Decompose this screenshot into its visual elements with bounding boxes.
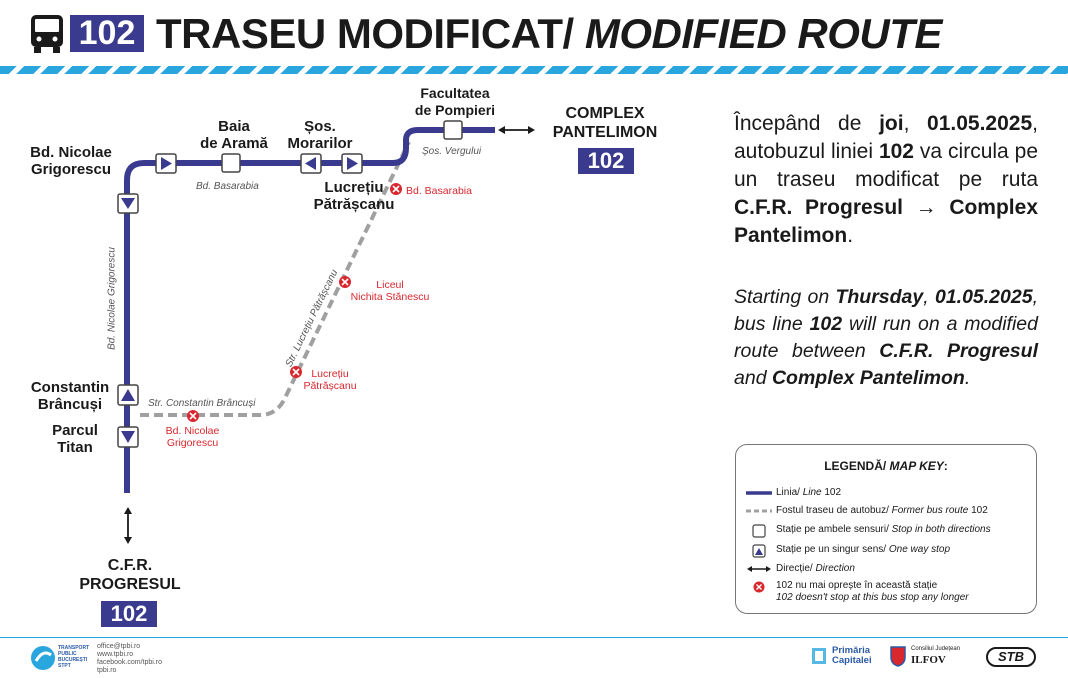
street-label-grigorescu-vertical: Bd. Nicolae Grigorescu [106,247,118,350]
stop-morarilor-west [300,153,322,174]
ilfov-coat-of-arms-icon [890,646,906,667]
stb-logo: STB [986,647,1036,667]
stop-baia-de-arama [221,153,241,173]
tpbi-logo-icon [31,646,55,670]
stop-label-baia-de-arama: Baia de Aramă [200,118,268,152]
route-number-badge: 102 [70,15,144,52]
stop-brancusi-north [117,384,139,406]
legend-closed-stop-symbol [753,581,765,593]
endpoint-route-badge-south: 102 [101,601,157,627]
stop-nicolae-grigorescu-south [117,193,139,214]
legend-direction-symbol [747,566,771,572]
route-map-svg [117,120,535,544]
stop-label-facultatea-pompieri: Facultatea de Pompieri [414,85,496,118]
endpoint-label-cfr-progresul: C.F.R. PROGRESUL [79,557,181,593]
stop-label-nicolae-grigorescu: Bd. Nicolae Grigorescu [30,144,112,178]
map-legend: LEGENDĂ/ MAP KEY: Linia/ Line 102 Fostul… [735,444,1037,614]
contact-facebook[interactable]: facebook.com/tpbi.ro [97,659,162,666]
bus-icon [31,15,63,53]
header: 102 TRASEU MODIFICAT/ MODIFIED ROUTE [0,0,1068,76]
closed-stop-label-grigorescu: Bd. Nicolae Grigorescu [165,425,220,449]
stop-facultatea-pompieri [443,120,463,140]
direction-arrow-south [124,507,132,544]
primaria-logo-icon [812,648,826,664]
legend-two-way-stop-symbol [752,524,766,538]
stop-nicolae-grigorescu-east [155,153,177,174]
consiliul-judetean-label: Consiliul Județean [911,646,961,652]
primaria-capitalei-label: Primăria Capitalei [832,645,872,666]
tpbi-org-name: TRANSPORT PUBLIC BUCUREȘTI STPT [58,645,90,669]
street-label-basarabia: Bd. Basarabia [196,181,259,192]
route-line [124,127,495,493]
legend-line-symbol [746,491,772,495]
closed-stop-grigorescu-icon [187,410,199,422]
contact-email[interactable]: office@tpbi.ro [97,643,141,650]
stop-morarilor-east [341,153,363,174]
footer-divider [0,637,1068,638]
closed-stop-label-liceul: Liceul Nichita Stănescu [350,279,430,303]
footer-contacts: office@tpbi.ro www.tpbi.ro facebook.com/… [97,643,162,675]
announcement-ro: Începând de joi, 01.05.2025, autobuzul l… [734,112,1038,247]
stop-label-lucretiu-patrascanu: Lucrețiu Pătrășcanu [313,179,395,213]
title-ro: TRASEU MODIFICAT/ [156,10,585,57]
header-stripe [0,66,1068,74]
contact-website[interactable]: www.tpbi.ro [97,651,134,658]
endpoint-route-badge-north: 102 [578,148,634,174]
legend-title: LEGENDĂ/ MAP KEY: [824,459,948,473]
closed-stop-basarabia-icon [390,183,402,195]
former-route-line [140,141,411,417]
street-label-brancusi: Str. Constantin Brâncuși [148,398,256,409]
closed-stop-lucretiu-icon [290,366,302,378]
stop-label-sos-morarilor: Șos. Morarilor [287,118,353,152]
street-label-vergului: Șos. Vergului [422,146,482,157]
announcement-en: Starting on Thursday, 01.05.2025, bus li… [734,286,1039,389]
ilfov-label: ILFOV [911,654,946,666]
closed-stop-label-lucretiu: Lucrețiu Pătrășcanu [303,368,357,392]
stop-titan-south [117,426,139,448]
stop-label-parcul-titan: Parcul Titan [52,422,98,456]
legend-one-way-stop-symbol [752,544,766,558]
endpoint-label-complex-pantelimon: COMPLEX PANTELIMON [552,105,658,141]
direction-arrow-north [498,126,535,134]
legend-dashed-symbol [746,509,772,513]
closed-stop-label-basarabia: Bd. Basarabia [406,185,472,197]
page-title: TRASEU MODIFICAT/ MODIFIED ROUTE [156,10,942,58]
closed-stop-liceul-icon [339,276,351,288]
stop-label-constantin-brancusi: Constantin Brâncuși [30,379,110,413]
title-en: MODIFIED ROUTE [584,10,943,57]
contact-instagram[interactable]: tpbi.ro [97,667,117,674]
